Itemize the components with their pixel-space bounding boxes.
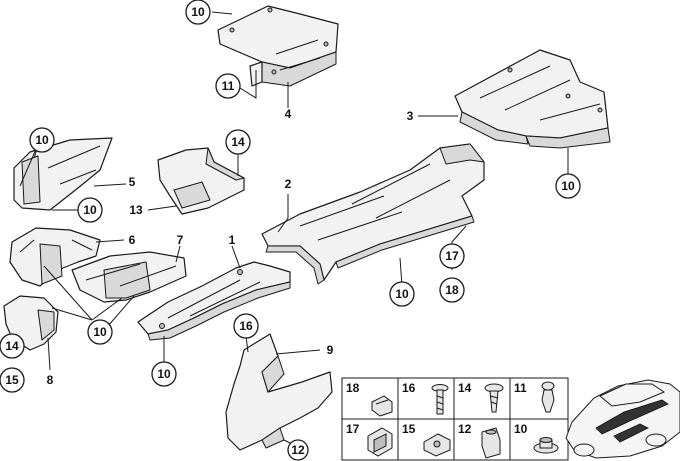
clip-18-icon bbox=[371, 395, 393, 417]
callout-15: 15 bbox=[0, 367, 25, 393]
label-5: 5 bbox=[129, 175, 136, 189]
grid-label-10: 10 bbox=[514, 422, 528, 436]
screw-14-icon bbox=[484, 383, 504, 413]
label-4: 4 bbox=[285, 107, 292, 121]
label-1: 1 bbox=[229, 233, 236, 247]
nut-clip-15-icon bbox=[423, 433, 451, 457]
fastener-grid: 18 16 14 11 17 15 12 10 bbox=[341, 377, 569, 461]
label-6: 6 bbox=[129, 233, 136, 247]
callout-10-top: 10 bbox=[185, 0, 211, 25]
callout-14-upper: 14 bbox=[225, 129, 251, 155]
svg-text:10: 10 bbox=[35, 133, 49, 147]
grid-label-16: 16 bbox=[402, 381, 416, 395]
callout-10-right: 10 bbox=[555, 173, 581, 199]
callout-18-upper: 18 bbox=[439, 277, 465, 303]
grid-label-12: 12 bbox=[458, 422, 472, 436]
part-13-heat-shield bbox=[157, 147, 245, 215]
part-3-heat-shield bbox=[454, 49, 611, 149]
grid-label-14: 14 bbox=[458, 381, 472, 395]
callout-10-middle-left: 10 bbox=[87, 319, 113, 345]
label-7: 7 bbox=[177, 233, 184, 247]
car-locator-icon bbox=[565, 379, 680, 459]
part-4-heat-shield bbox=[217, 5, 339, 87]
label-8: 8 bbox=[47, 373, 54, 387]
grid-label-18: 18 bbox=[346, 381, 360, 395]
part-6-heat-shield bbox=[9, 227, 101, 287]
svg-text:11: 11 bbox=[222, 79, 235, 93]
part-2-floor-heat-shield bbox=[261, 143, 485, 285]
callout-17-upper: 17 bbox=[439, 243, 465, 269]
grid-label-11: 11 bbox=[514, 381, 527, 395]
svg-text:10: 10 bbox=[561, 179, 575, 193]
part-1-heat-shield bbox=[137, 261, 291, 341]
svg-text:10: 10 bbox=[157, 367, 171, 381]
callout-10-left-upper: 10 bbox=[29, 127, 55, 153]
callout-16-upper: 16 bbox=[233, 313, 259, 339]
svg-text:14: 14 bbox=[231, 135, 245, 149]
label-2: 2 bbox=[285, 177, 292, 191]
nut-12-icon bbox=[481, 427, 501, 459]
svg-text:15: 15 bbox=[5, 373, 19, 387]
svg-text:10: 10 bbox=[191, 5, 205, 19]
label-13: 13 bbox=[129, 203, 143, 217]
part-5-heat-shield bbox=[13, 137, 113, 211]
washer-nut-10-icon bbox=[533, 437, 559, 454]
callout-14-lower: 14 bbox=[0, 333, 25, 359]
screw-16-icon bbox=[431, 384, 449, 415]
svg-text:18: 18 bbox=[445, 283, 459, 297]
svg-text:10: 10 bbox=[83, 203, 97, 217]
callout-11: 11 bbox=[215, 73, 241, 99]
callout-10-part5: 10 bbox=[77, 197, 103, 223]
rivet-11-icon bbox=[541, 381, 555, 413]
part-9-heat-shield bbox=[225, 333, 333, 451]
grid-label-15: 15 bbox=[402, 422, 416, 436]
svg-text:10: 10 bbox=[93, 325, 107, 339]
callout-10-part2: 10 bbox=[389, 281, 415, 307]
svg-text:10: 10 bbox=[395, 287, 409, 301]
grid-label-17: 17 bbox=[346, 422, 360, 436]
svg-text:16: 16 bbox=[239, 319, 253, 333]
svg-text:17: 17 bbox=[445, 249, 459, 263]
callout-12-upper: 12 bbox=[287, 439, 309, 461]
part-7-heat-shield bbox=[71, 251, 187, 303]
svg-text:14: 14 bbox=[5, 339, 19, 353]
label-9: 9 bbox=[327, 343, 334, 357]
label-3: 3 bbox=[407, 109, 414, 123]
callout-10-part1: 10 bbox=[151, 361, 177, 387]
clip-17-icon bbox=[367, 427, 393, 457]
svg-text:12: 12 bbox=[291, 443, 305, 457]
